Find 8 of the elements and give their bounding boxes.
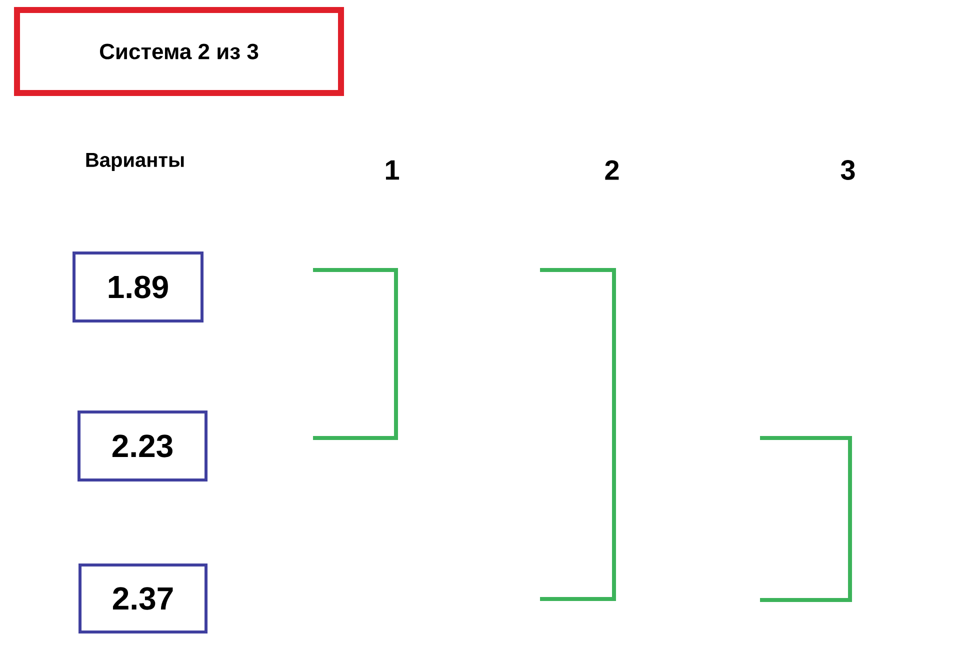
column-number: 1 bbox=[386, 160, 400, 180]
column-number: 3 bbox=[840, 160, 855, 180]
value-box: 2.23 bbox=[78, 410, 208, 482]
column-number: 2 bbox=[605, 160, 619, 180]
value-box: 2.37 bbox=[78, 564, 208, 634]
column-heading: Варианты bbox=[86, 153, 184, 171]
title-box: Система 2 из 3 bbox=[14, 7, 344, 96]
value-box: 1.89 bbox=[72, 252, 204, 322]
